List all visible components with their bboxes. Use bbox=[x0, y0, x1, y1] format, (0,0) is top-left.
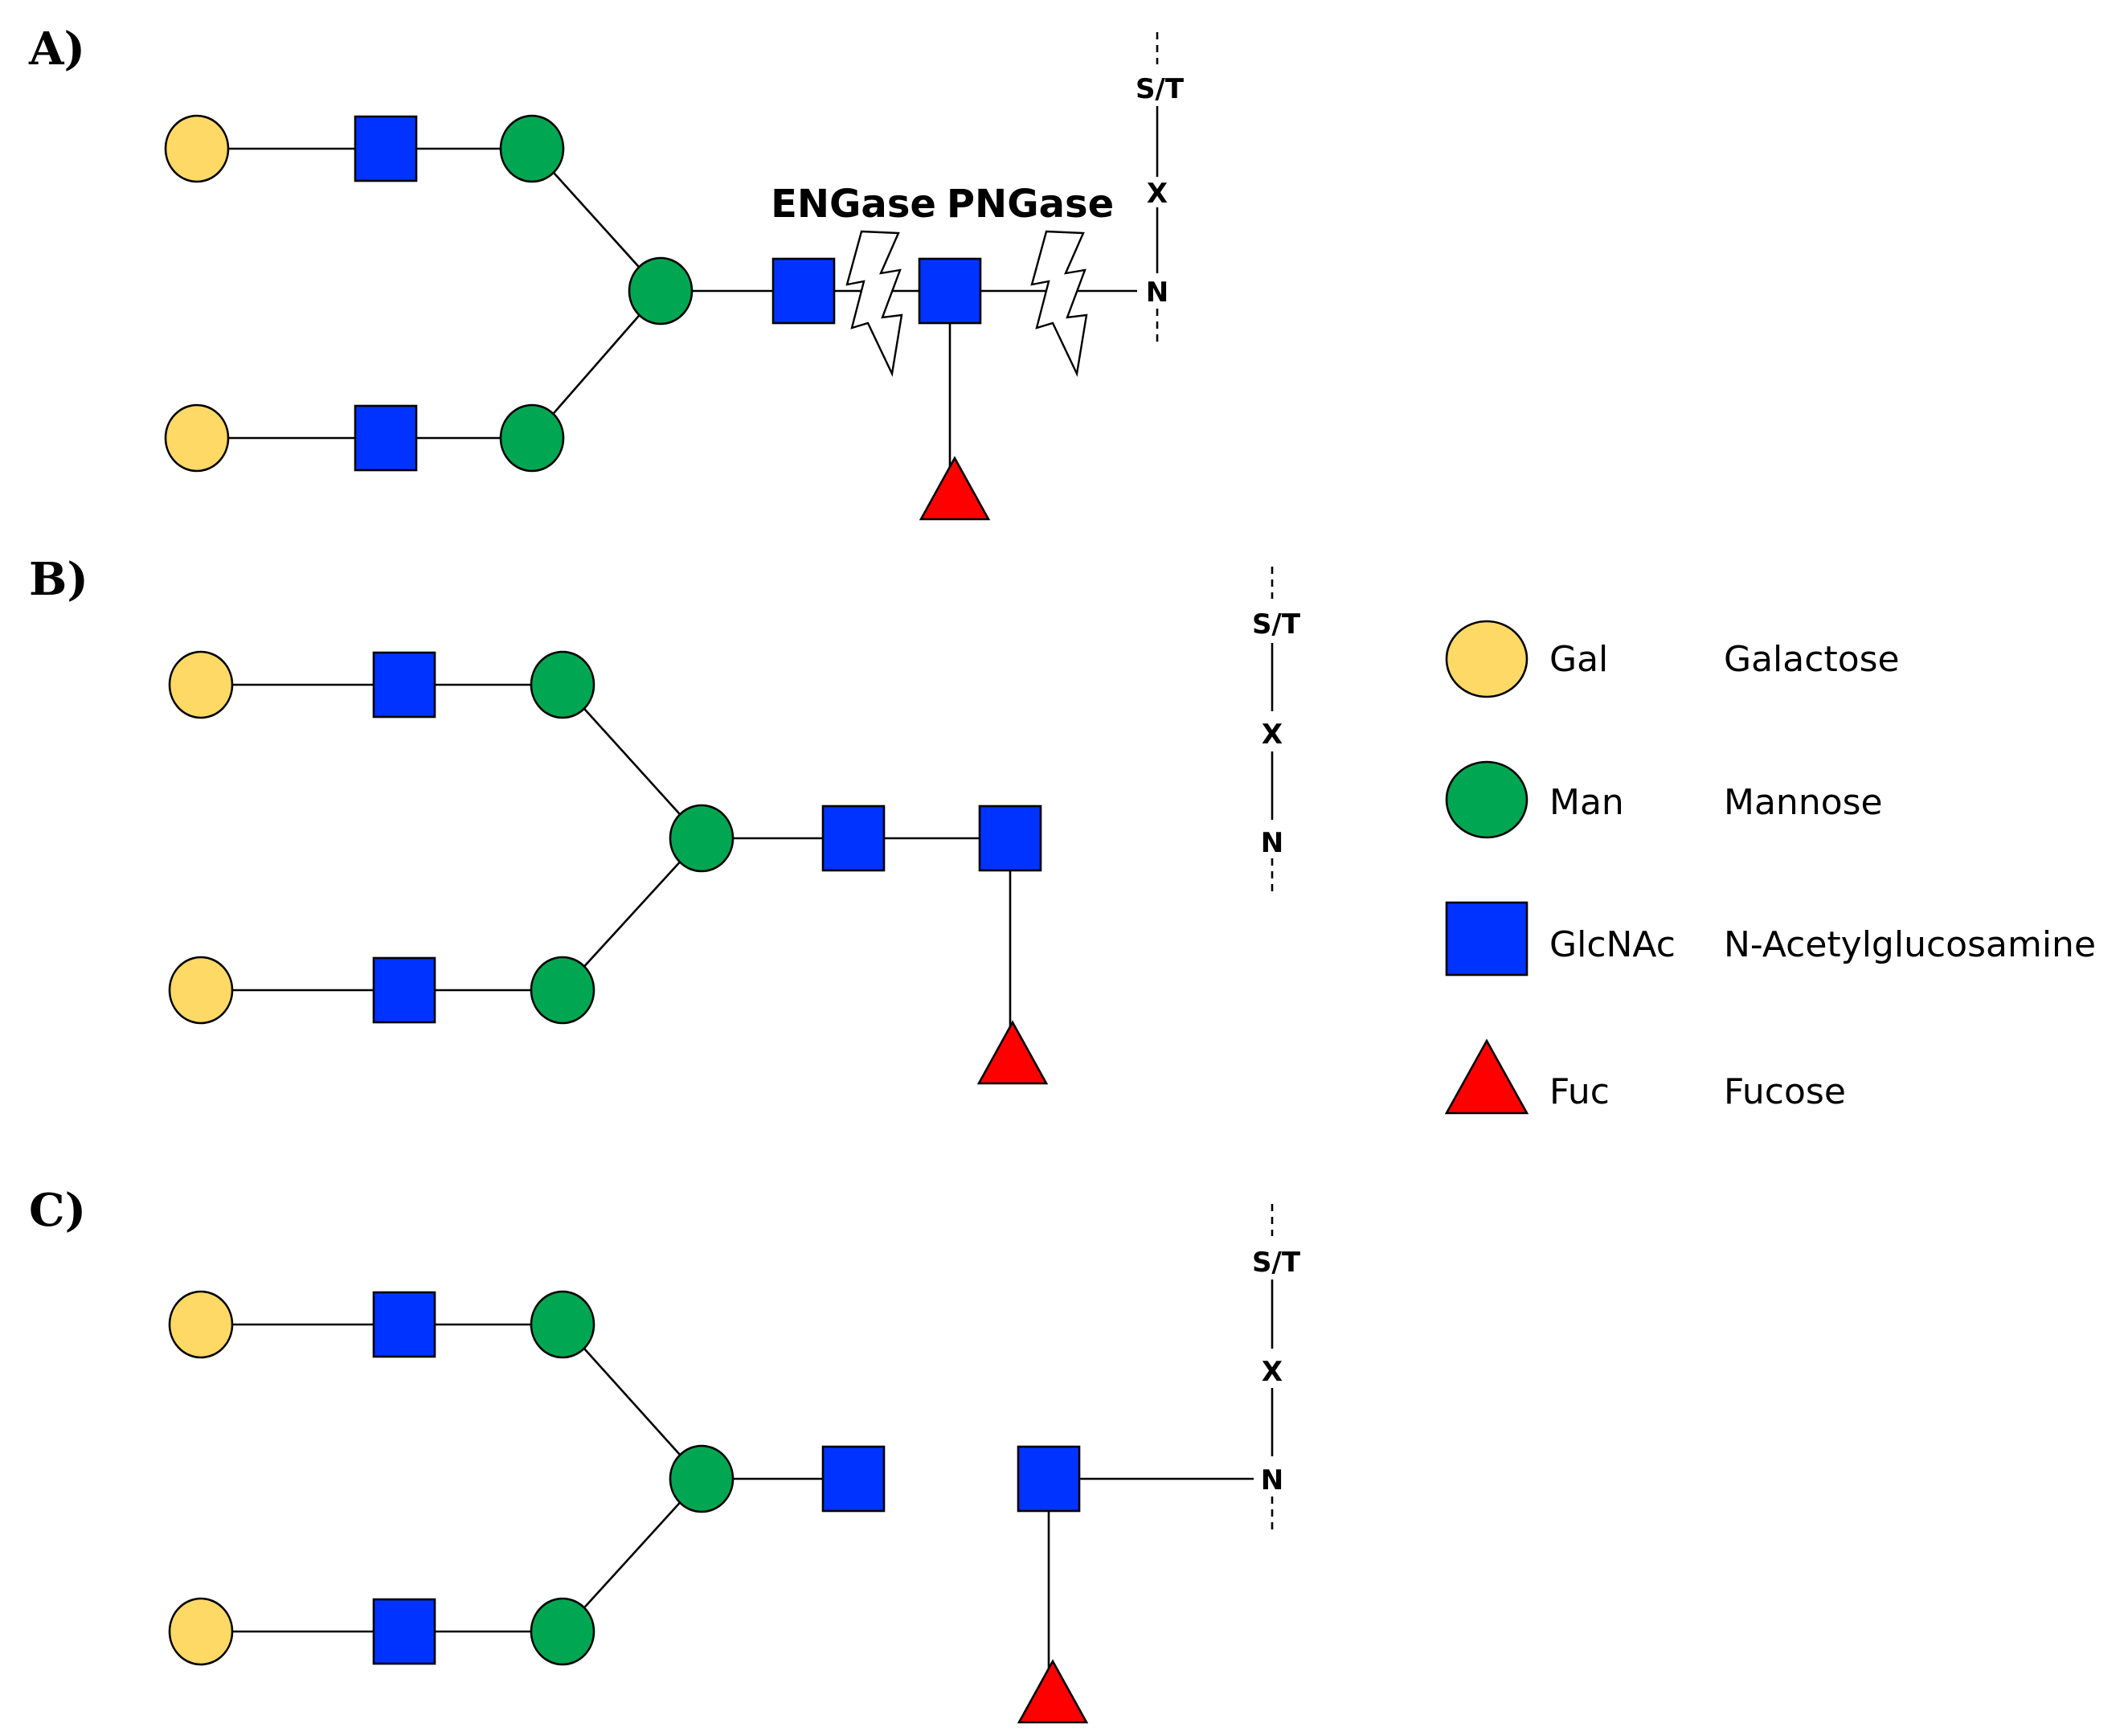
sequon-ser-thr-label: S/T bbox=[1252, 608, 1301, 641]
galactose-residue bbox=[164, 114, 230, 183]
galactose-residue bbox=[168, 956, 234, 1025]
glcnac-residue bbox=[354, 115, 418, 182]
legend-name: Fucose bbox=[1724, 1071, 1846, 1112]
panel-b: B) S/T X N bbox=[29, 553, 1301, 1085]
fucose-residue bbox=[919, 457, 990, 521]
mannose-residue bbox=[499, 403, 565, 473]
panel-b-sequon: S/T X N bbox=[1252, 567, 1301, 892]
sequon-x-label: X bbox=[1147, 178, 1168, 210]
panel-c: C) S/T X N bbox=[29, 1184, 1301, 1724]
legend-item-fucose: Fuc Fucose bbox=[1444, 1038, 1846, 1115]
panel-a: A) ENGase PNGase bbox=[28, 23, 1185, 521]
glcnac-residue bbox=[821, 805, 886, 872]
panel-a-label: A) bbox=[28, 23, 85, 76]
glcnac-square-icon bbox=[1445, 901, 1528, 976]
mannose-residue bbox=[669, 804, 735, 873]
glcnac-residue bbox=[372, 651, 436, 719]
legend-item-galactose: Gal Galactose bbox=[1445, 620, 1900, 698]
glcnac-residue bbox=[372, 956, 436, 1024]
legend-item-mannose: Man Mannose bbox=[1445, 760, 1883, 839]
galactose-residue bbox=[168, 1290, 234, 1359]
panel-b-label: B) bbox=[29, 553, 88, 606]
galactose-residue bbox=[168, 650, 234, 719]
mannose-residue bbox=[530, 1290, 595, 1359]
sequon-ser-thr-label: S/T bbox=[1136, 73, 1185, 105]
sequon-asn-label: N bbox=[1146, 276, 1168, 309]
panel-c-sequon: S/T X N bbox=[1252, 1204, 1301, 1531]
glcnac-residue bbox=[372, 1291, 436, 1358]
fucose-residue bbox=[1017, 1660, 1088, 1724]
sequon-x-label: X bbox=[1262, 1356, 1283, 1388]
mannose-residue bbox=[530, 650, 595, 719]
legend-name: N-Acetylglucosamine bbox=[1724, 924, 2096, 965]
pngase-label: PNGase bbox=[947, 182, 1114, 227]
panel-c-label: C) bbox=[29, 1184, 86, 1237]
legend-abbr: Fuc bbox=[1549, 1071, 1610, 1112]
panel-a-sequon: S/T X N bbox=[1136, 32, 1185, 346]
glcnac-residue bbox=[372, 1598, 436, 1665]
legend-abbr: Gal bbox=[1549, 639, 1608, 680]
glcnac-residue bbox=[821, 1445, 886, 1513]
sequon-asn-label: N bbox=[1261, 1464, 1283, 1496]
galactose-residue bbox=[164, 403, 230, 473]
legend: Gal Galactose Man Mannose GlcNAc N-Acety… bbox=[1444, 620, 2096, 1115]
mannose-circle-icon bbox=[1445, 760, 1528, 839]
pngase-cleavage-bolt-icon bbox=[1030, 230, 1088, 377]
legend-abbr: Man bbox=[1549, 782, 1624, 823]
sequon-ser-thr-label: S/T bbox=[1252, 1247, 1301, 1279]
mannose-residue bbox=[499, 114, 565, 183]
legend-name: Mannose bbox=[1724, 782, 1883, 823]
engase-cleavage-bolt-icon bbox=[845, 230, 903, 377]
fucose-residue bbox=[977, 1021, 1048, 1085]
legend-name: Galactose bbox=[1724, 639, 1900, 680]
mannose-residue bbox=[628, 256, 694, 326]
legend-item-glcnac: GlcNAc N-Acetylglucosamine bbox=[1445, 901, 2096, 976]
galactose-circle-icon bbox=[1445, 620, 1528, 698]
glcnac-residue bbox=[771, 257, 836, 325]
legend-abbr: GlcNAc bbox=[1549, 924, 1676, 965]
sequon-asn-label: N bbox=[1261, 827, 1283, 859]
core-glcnac-residue bbox=[918, 257, 982, 325]
mannose-residue bbox=[530, 1597, 595, 1666]
fucose-triangle-icon bbox=[1444, 1038, 1529, 1115]
core-glcnac-residue bbox=[1017, 1445, 1081, 1513]
mannose-residue bbox=[669, 1444, 735, 1513]
panel-b-bonds bbox=[201, 683, 1012, 1037]
glcnac-residue bbox=[354, 404, 418, 472]
sequon-x-label: X bbox=[1262, 719, 1283, 751]
galactose-residue bbox=[168, 1597, 234, 1666]
engase-label: ENGase bbox=[771, 182, 936, 227]
mannose-residue bbox=[530, 956, 595, 1025]
core-glcnac-residue bbox=[978, 805, 1042, 872]
